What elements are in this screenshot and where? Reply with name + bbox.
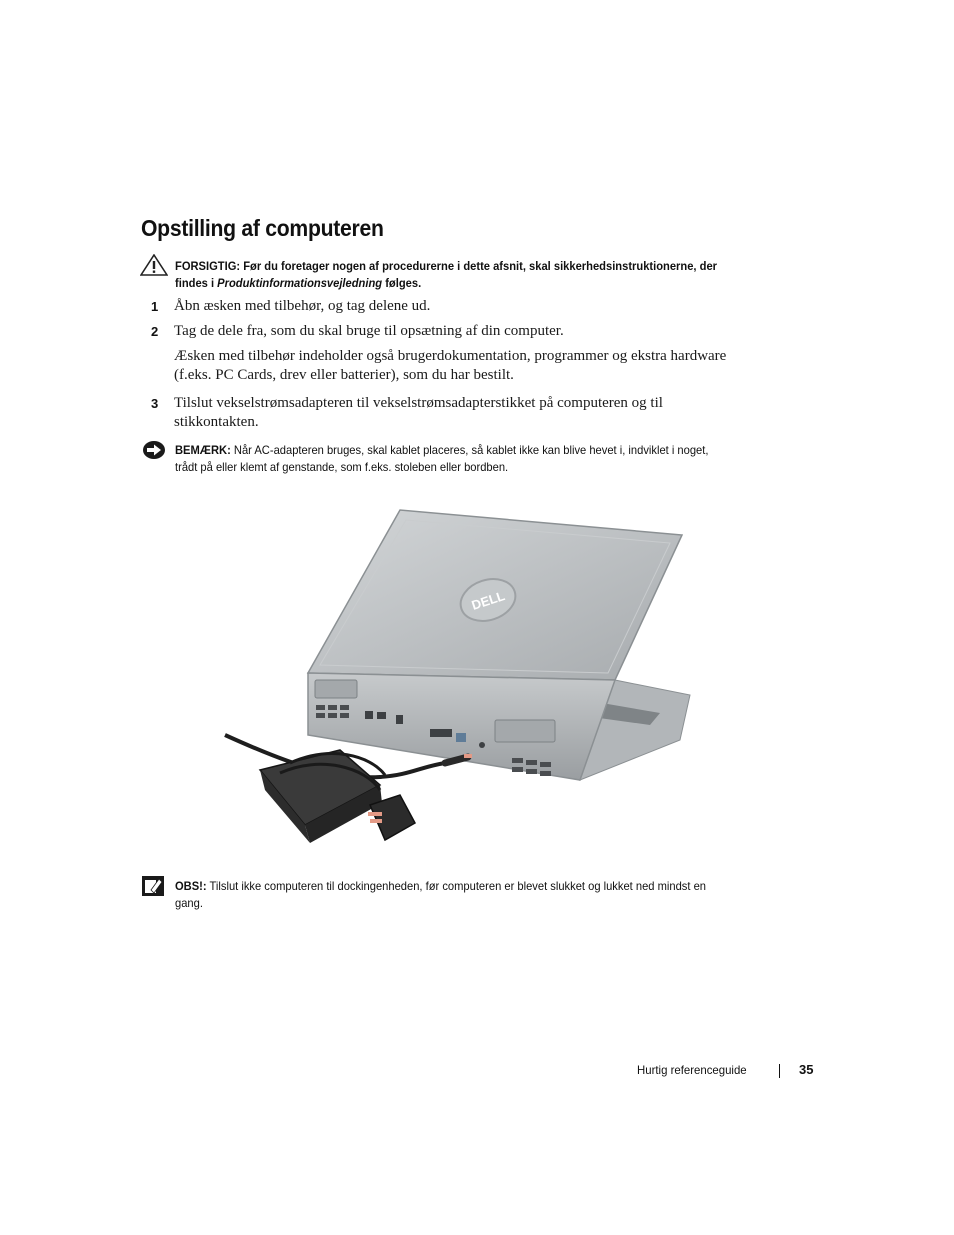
caution-notice: FORSIGTIG: Før du foretager nogen af pro… [175, 258, 724, 292]
step-number-1: 1 [151, 299, 159, 314]
laptop-adapter-illustration: DELL [224, 509, 691, 843]
caution-doc-title: Produktinformationsvejledning [217, 276, 383, 290]
step-text-2: Tag de dele fra, som du skal bruge til o… [174, 323, 564, 339]
step-text-1: Åbn æsken med tilbehør, og tag delene ud… [174, 298, 431, 314]
warning-triangle-icon [140, 254, 168, 276]
notice-label: BEMÆRK: [175, 443, 231, 457]
note-text: OBS!: Tilslut ikke computeren til dockin… [175, 878, 724, 912]
page-title: Opstilling af computeren [141, 215, 384, 241]
dell-logo: DELL [459, 578, 517, 622]
notice-body: Når AC-adapteren bruges, skal kablet pla… [175, 443, 709, 474]
caution-text-part2: følges. [382, 276, 422, 290]
note-pencil-icon [142, 876, 164, 896]
notice-arrow-icon [143, 441, 165, 459]
step-number-2: 2 [151, 324, 159, 339]
notice-text: BEMÆRK: Når AC-adapteren bruges, skal ka… [175, 442, 724, 476]
footer-separator [779, 1064, 780, 1078]
caution-label: FORSIGTIG: [175, 259, 241, 273]
caution-text-part1: Før du foretager nogen af procedurerne i… [175, 259, 718, 290]
note-body: Tilslut ikke computeren til dockingenhed… [175, 879, 706, 910]
laptop-keyboard-hint [592, 703, 660, 725]
page-number: 35 [799, 1062, 814, 1077]
step-number-3: 3 [151, 396, 159, 411]
step-text-3: Tilslut vekselstrømsadapteren til veksel… [174, 395, 663, 430]
note-label: OBS!: [175, 879, 207, 893]
footer-label: Hurtig referenceguide [637, 1063, 747, 1077]
step-2-extra-text: Æsken med tilbehør indeholder også bruge… [174, 348, 727, 383]
wall-plug [368, 794, 417, 842]
laptop-back-panel [307, 672, 617, 781]
